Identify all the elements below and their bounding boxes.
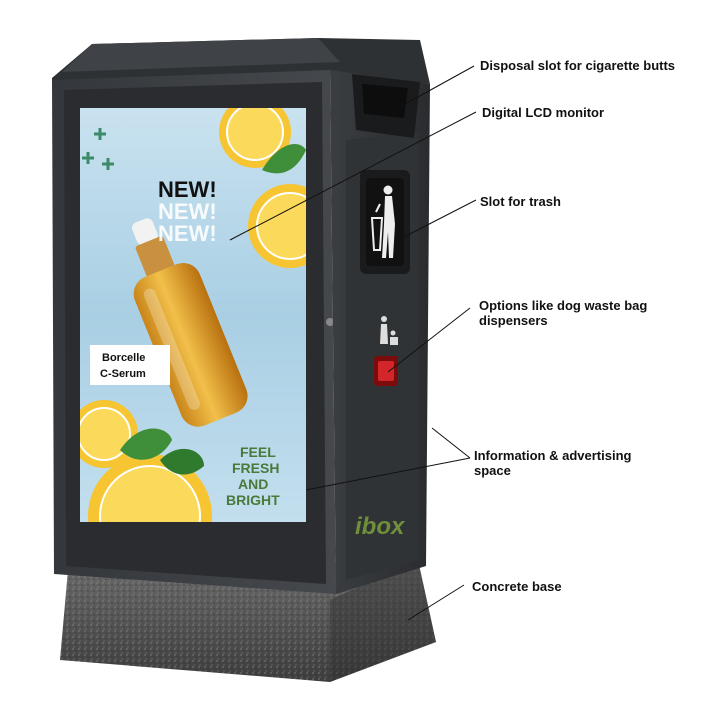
mint-leaf [120, 428, 172, 460]
callout-line-cigarette [397, 65, 475, 109]
callout-line-advert [305, 457, 471, 491]
trash-slot[interactable] [360, 170, 410, 274]
product-name: Borcelle [102, 352, 145, 364]
orange-slice [248, 184, 306, 268]
trash-person-icon [370, 185, 395, 258]
dog-walker-icon [380, 316, 398, 345]
product-subname: C-Serum [100, 368, 146, 380]
callout-line-trash [401, 199, 477, 239]
callout-cigarette-slot: Disposal slot for cigarette butts [480, 58, 676, 73]
mint-leaf [160, 448, 204, 475]
ad-headline: NEW! [158, 177, 217, 202]
lcd-monitor: NEW! NEW! NEW! Borcelle C-Serum FEEL FRE… [80, 108, 306, 522]
callout-line-dogwaste [387, 307, 471, 373]
product-label: Borcelle C-Serum [90, 345, 170, 385]
callout-dog-waste: Options like dog waste bag dispensers [479, 298, 648, 328]
ad-tagline: AND [238, 476, 268, 492]
orange-slice [80, 400, 138, 468]
panel-lock-icon [326, 318, 334, 326]
callout-trash-slot: Slot for trash [480, 194, 561, 209]
callout-line-lcd [229, 111, 477, 241]
dog-waste-dispenser[interactable] [374, 316, 398, 386]
serum-bottle [132, 218, 248, 427]
callout-concrete-base: Concrete base [472, 579, 562, 594]
callout-lines [229, 65, 477, 621]
callout-lcd-monitor: Digital LCD monitor [482, 105, 605, 120]
callout-line-base [407, 584, 465, 621]
callout-advertising-space: Information & advertising space [474, 448, 632, 478]
cigarette-disposal-slot[interactable] [352, 74, 420, 138]
sparkle-icon [82, 128, 114, 170]
ad-tagline: FRESH [232, 460, 279, 476]
ad-headline-echo: NEW! [158, 199, 217, 224]
ad-tagline: FEEL [240, 444, 276, 460]
orange-slice [219, 108, 291, 168]
mint-leaf [262, 144, 306, 174]
brand-logo: ibox [355, 513, 406, 540]
callout-line-advert-side [431, 427, 471, 459]
ad-tagline: BRIGHT [226, 492, 280, 508]
ad-headline-echo: NEW! [158, 221, 217, 246]
